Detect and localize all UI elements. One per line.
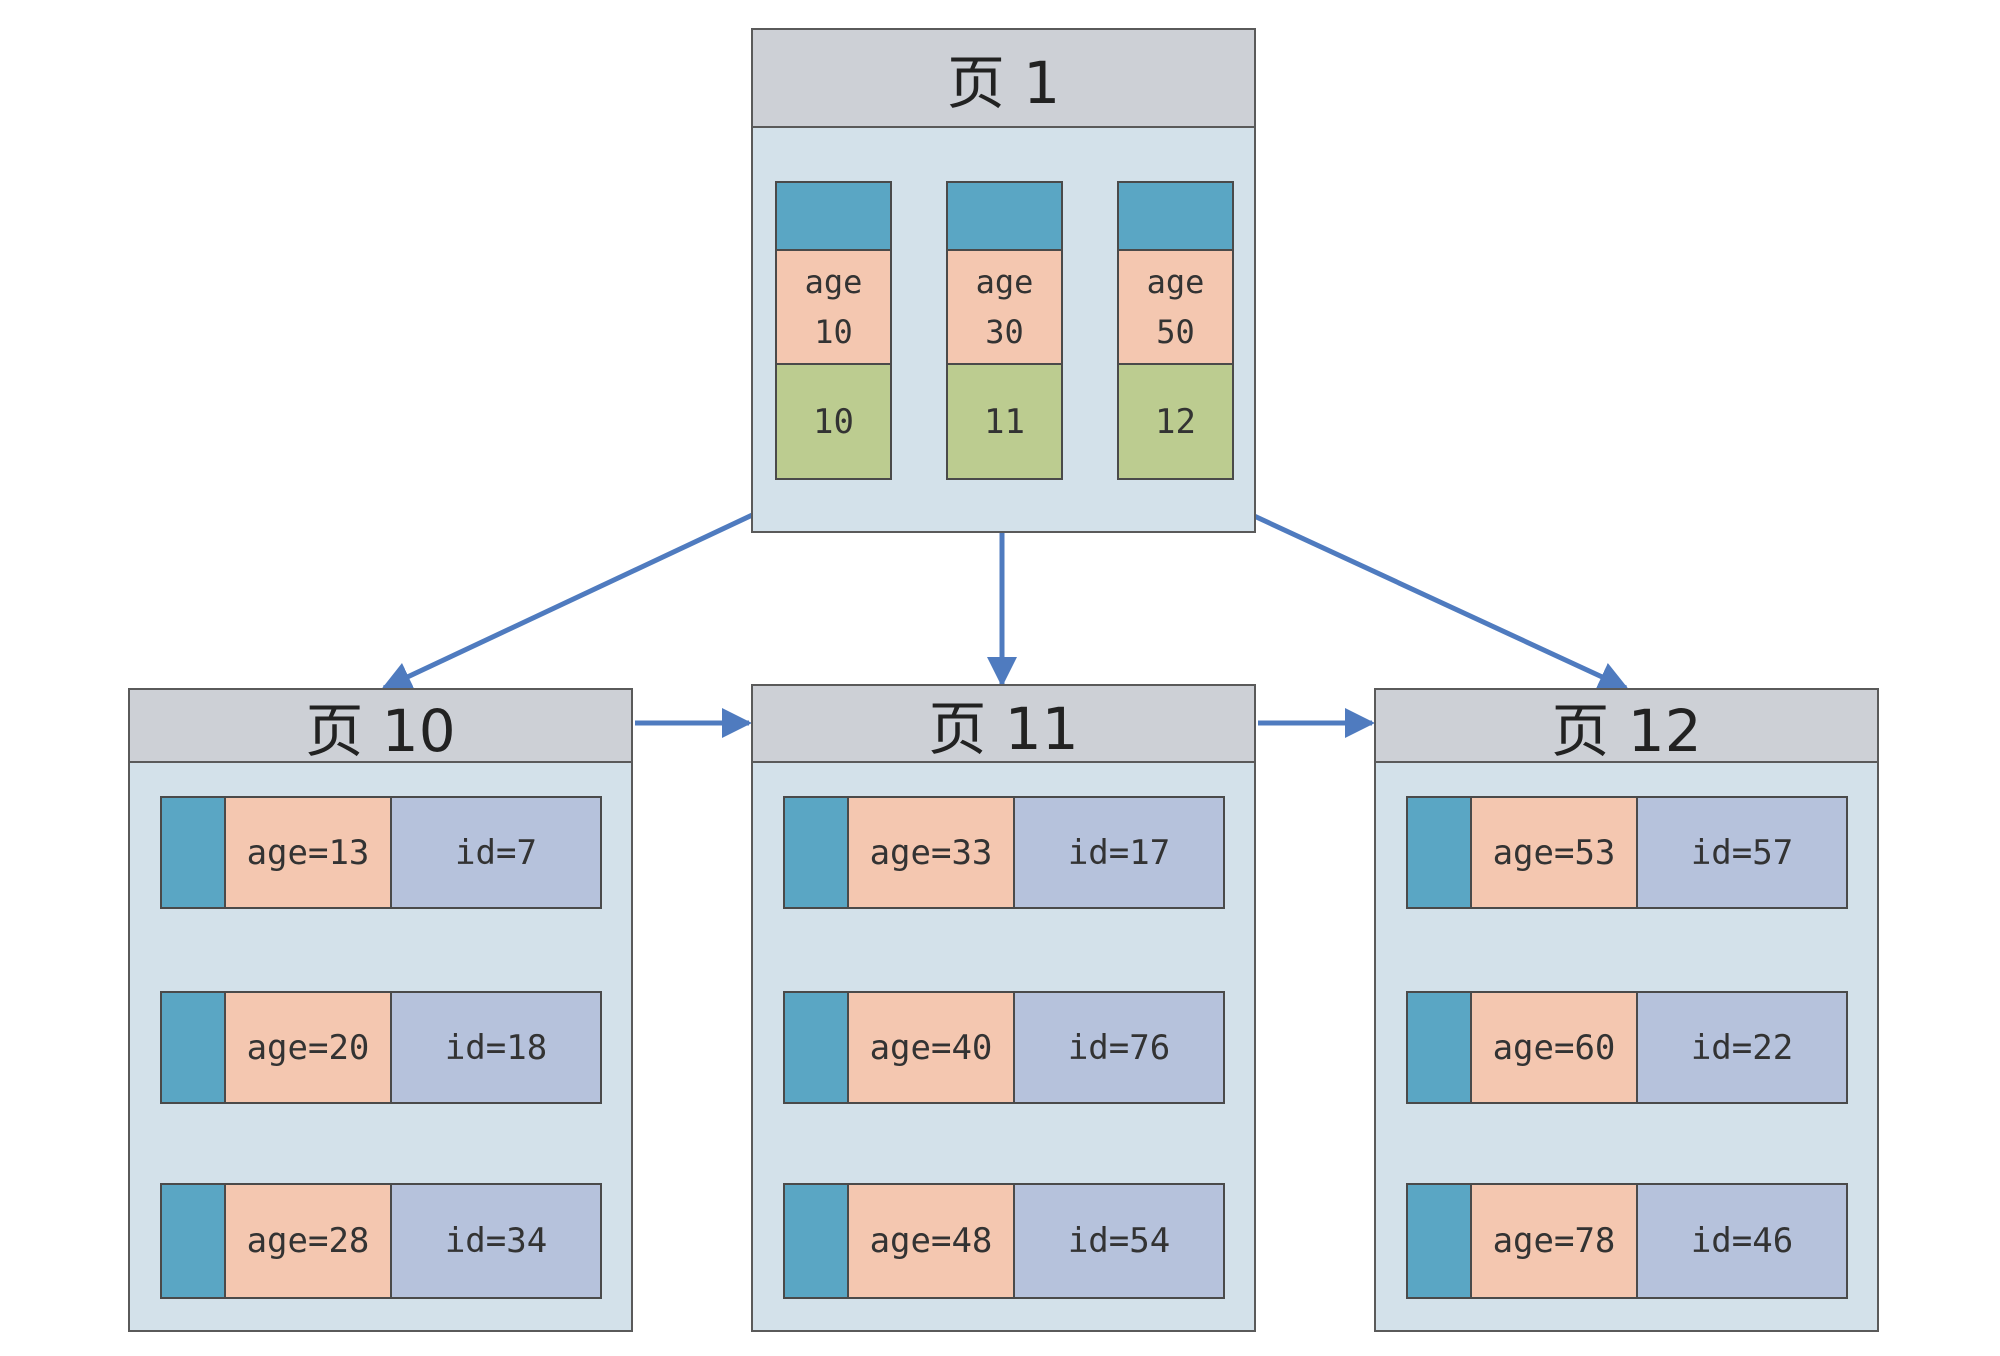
leaf-page-10-title: 页 10 [130,690,631,765]
leaf-10-row-0-pointer [160,796,226,909]
root-entry-2-key-value: 50 [1156,313,1195,351]
leaf-11-row-2-age: age=48 [847,1183,1015,1299]
root-entry-0-key-value: 10 [814,313,853,351]
leaf-page-12: 页 12 age=53 id=57 age=60 id=22 age=78 id… [1374,688,1879,1332]
leaf-10-row-0-age: age=13 [224,796,392,909]
leaf-10-row-1-id: id=18 [390,991,602,1104]
leaf-12-row-2-id: id=46 [1636,1183,1848,1299]
root-entry-1-pointer [946,181,1063,251]
root-entry-0-key-label: age [804,263,863,301]
root-entry-1-key-value: 30 [985,313,1024,351]
root-entry-2-pointer [1117,181,1234,251]
leaf-page-12-title: 页 12 [1376,690,1877,765]
leaf-11-row-0-age: age=33 [847,796,1015,909]
leaf-10-row-1-age: age=20 [224,991,392,1104]
leaf-11-row-1-pointer [783,991,849,1104]
root-entry-2-child: 12 [1117,363,1234,480]
leaf-10-row-0-id: id=7 [390,796,602,909]
leaf-12-row-1-age: age=60 [1470,991,1638,1104]
leaf-page-11: 页 11 age=33 id=17 age=40 id=76 age=48 id… [751,684,1256,1332]
leaf-11-row-1-age: age=40 [847,991,1015,1104]
root-page: 页 1 age 10 10 age 30 11 age 50 12 [751,28,1256,533]
leaf-11-row-0-pointer [783,796,849,909]
leaf-12-row-0-age: age=53 [1470,796,1638,909]
leaf-page-10: 页 10 age=13 id=7 age=20 id=18 age=28 id=… [128,688,633,1332]
leaf-12-row-0-id: id=57 [1636,796,1848,909]
leaf-10-row-2-id: id=34 [390,1183,602,1299]
root-entry-0-key: age 10 [775,249,892,365]
leaf-11-row-1-id: id=76 [1013,991,1225,1104]
root-entry-0-pointer [775,181,892,251]
root-entry-2-key: age 50 [1117,249,1234,365]
leaf-12-row-0-pointer [1406,796,1472,909]
leaf-11-row-0-id: id=17 [1013,796,1225,909]
root-entry-2-key-label: age [1146,263,1205,301]
root-page-title: 页 1 [753,30,1254,128]
root-entry-1-child: 11 [946,363,1063,480]
root-entry-0-child: 10 [775,363,892,480]
root-entry-1-key: age 30 [946,249,1063,365]
root-entry-1-key-label: age [975,263,1034,301]
leaf-12-row-1-pointer [1406,991,1472,1104]
leaf-11-row-2-id: id=54 [1013,1183,1225,1299]
leaf-page-11-title: 页 11 [753,686,1254,763]
leaf-10-row-2-age: age=28 [224,1183,392,1299]
leaf-11-row-2-pointer [783,1183,849,1299]
leaf-12-row-2-age: age=78 [1470,1183,1638,1299]
leaf-10-row-2-pointer [160,1183,226,1299]
leaf-12-row-2-pointer [1406,1183,1472,1299]
leaf-10-row-1-pointer [160,991,226,1104]
leaf-12-row-1-id: id=22 [1636,991,1848,1104]
